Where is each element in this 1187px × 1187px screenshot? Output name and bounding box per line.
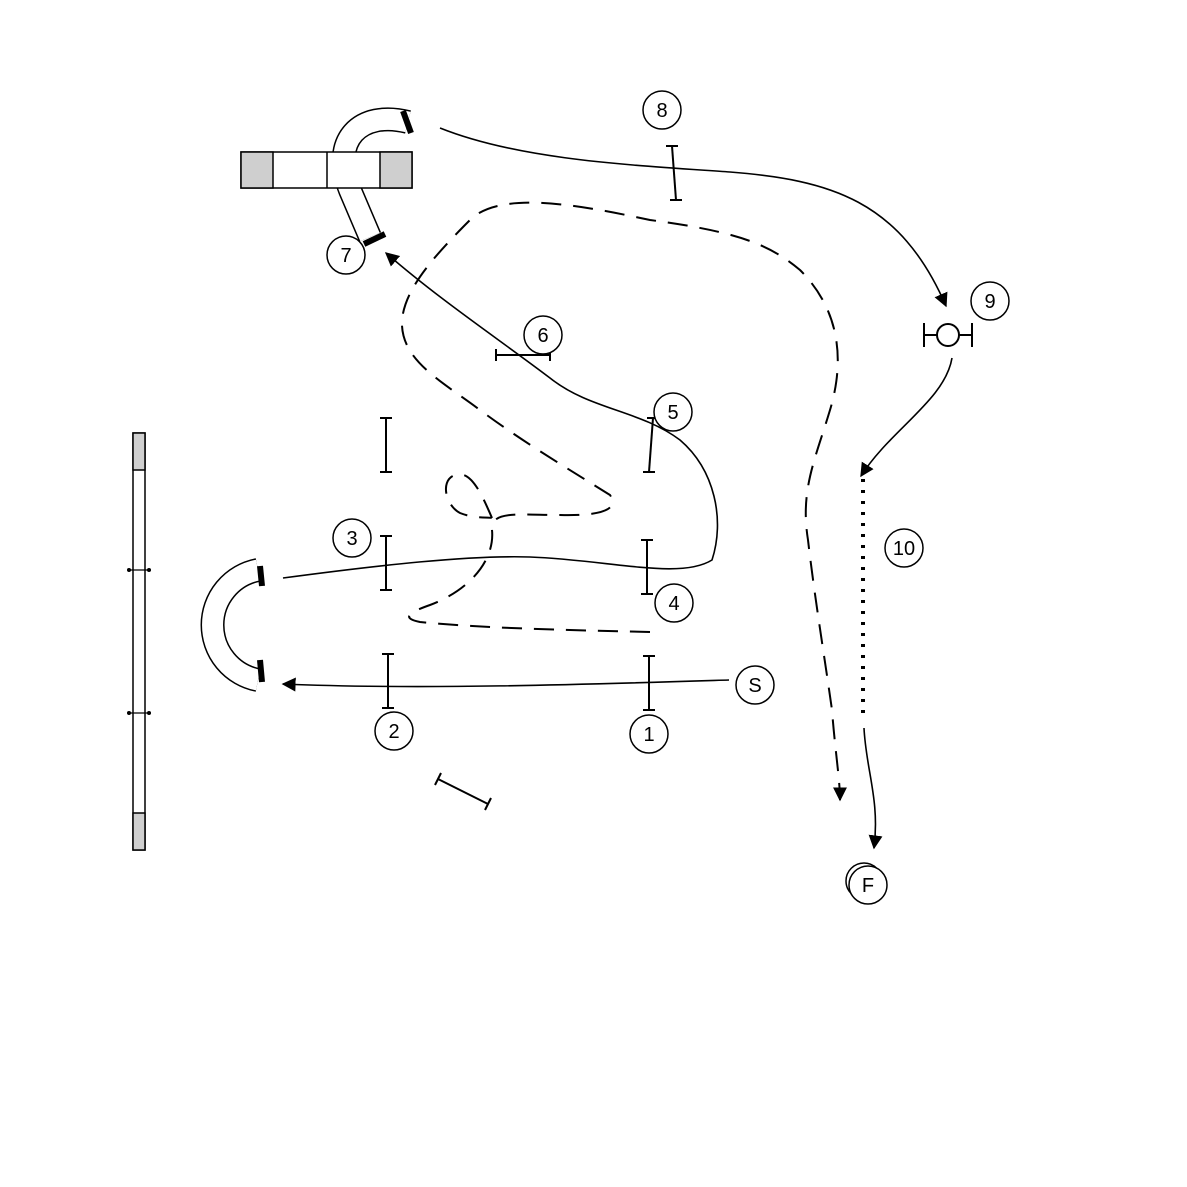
svg-text:5: 5 bbox=[667, 402, 678, 424]
svg-text:8: 8 bbox=[656, 100, 667, 122]
jump-bars bbox=[380, 145, 682, 811]
jump-3-bar bbox=[380, 535, 392, 591]
obstacle-labels: S 1 2 3 4 5 6 7 8 9 10 F bbox=[326, 90, 1010, 905]
course-path-solid bbox=[281, 127, 953, 850]
a-frame bbox=[240, 151, 413, 189]
dog-walk bbox=[127, 432, 151, 851]
label-9: 9 bbox=[970, 281, 1010, 321]
svg-text:1: 1 bbox=[643, 724, 654, 746]
label-4: 4 bbox=[654, 583, 694, 623]
finish-label: F bbox=[845, 862, 888, 905]
jump-8-bar bbox=[666, 145, 682, 201]
label-8: 8 bbox=[642, 90, 682, 130]
svg-text:2: 2 bbox=[388, 721, 399, 743]
extra-jump-middle-left bbox=[380, 417, 392, 473]
label-3: 3 bbox=[332, 518, 372, 558]
label-5: 5 bbox=[653, 392, 693, 432]
extra-jump-bottom bbox=[434, 772, 492, 811]
svg-text:7: 7 bbox=[340, 245, 351, 267]
svg-text:3: 3 bbox=[346, 528, 357, 550]
label-2: 2 bbox=[374, 711, 414, 751]
start-label: S bbox=[735, 665, 775, 705]
label-7: 7 bbox=[326, 235, 366, 275]
jump-2-bar bbox=[382, 653, 394, 709]
curved-tunnel-left bbox=[200, 558, 265, 692]
label-10: 10 bbox=[884, 528, 924, 568]
svg-text:9: 9 bbox=[984, 291, 995, 313]
label-6: 6 bbox=[523, 315, 563, 355]
svg-text:S: S bbox=[748, 675, 761, 697]
svg-text:6: 6 bbox=[537, 325, 548, 347]
svg-text:4: 4 bbox=[668, 593, 679, 615]
tire-9 bbox=[923, 323, 973, 347]
label-1: 1 bbox=[629, 714, 669, 754]
course-path-dashed bbox=[400, 201, 847, 802]
svg-text:F: F bbox=[862, 875, 874, 897]
svg-text:10: 10 bbox=[893, 538, 915, 560]
